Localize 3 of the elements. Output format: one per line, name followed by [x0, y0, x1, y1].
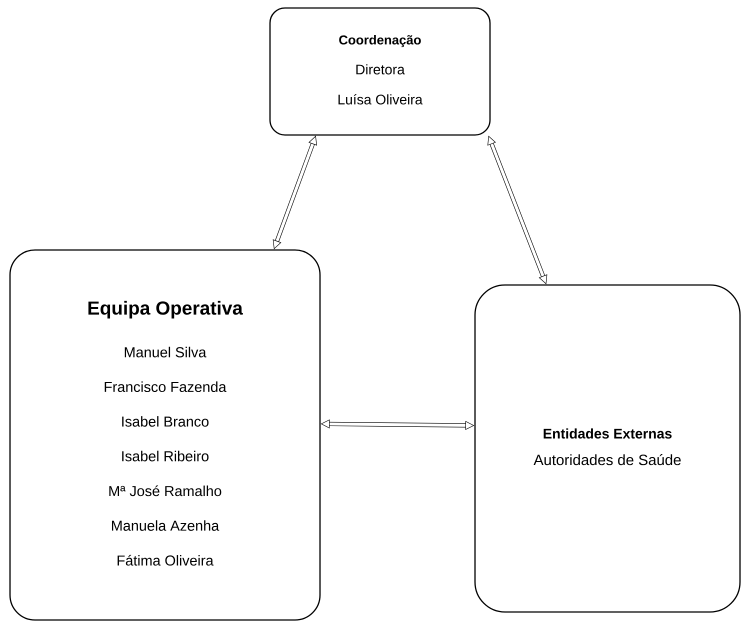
- group-box: Coordenação Diretora Luísa Oliveira: [269, 7, 491, 136]
- group-box: Equipa Operativa Manuel Silva Francisco Fazenda Isabel Branco Isabel Ribeiro Mª José Ramalho Manuela Azenha Fátima Oliveira: [9, 249, 321, 621]
- group-box: Entidades Externas Autoridades de Saúde: [474, 284, 741, 613]
